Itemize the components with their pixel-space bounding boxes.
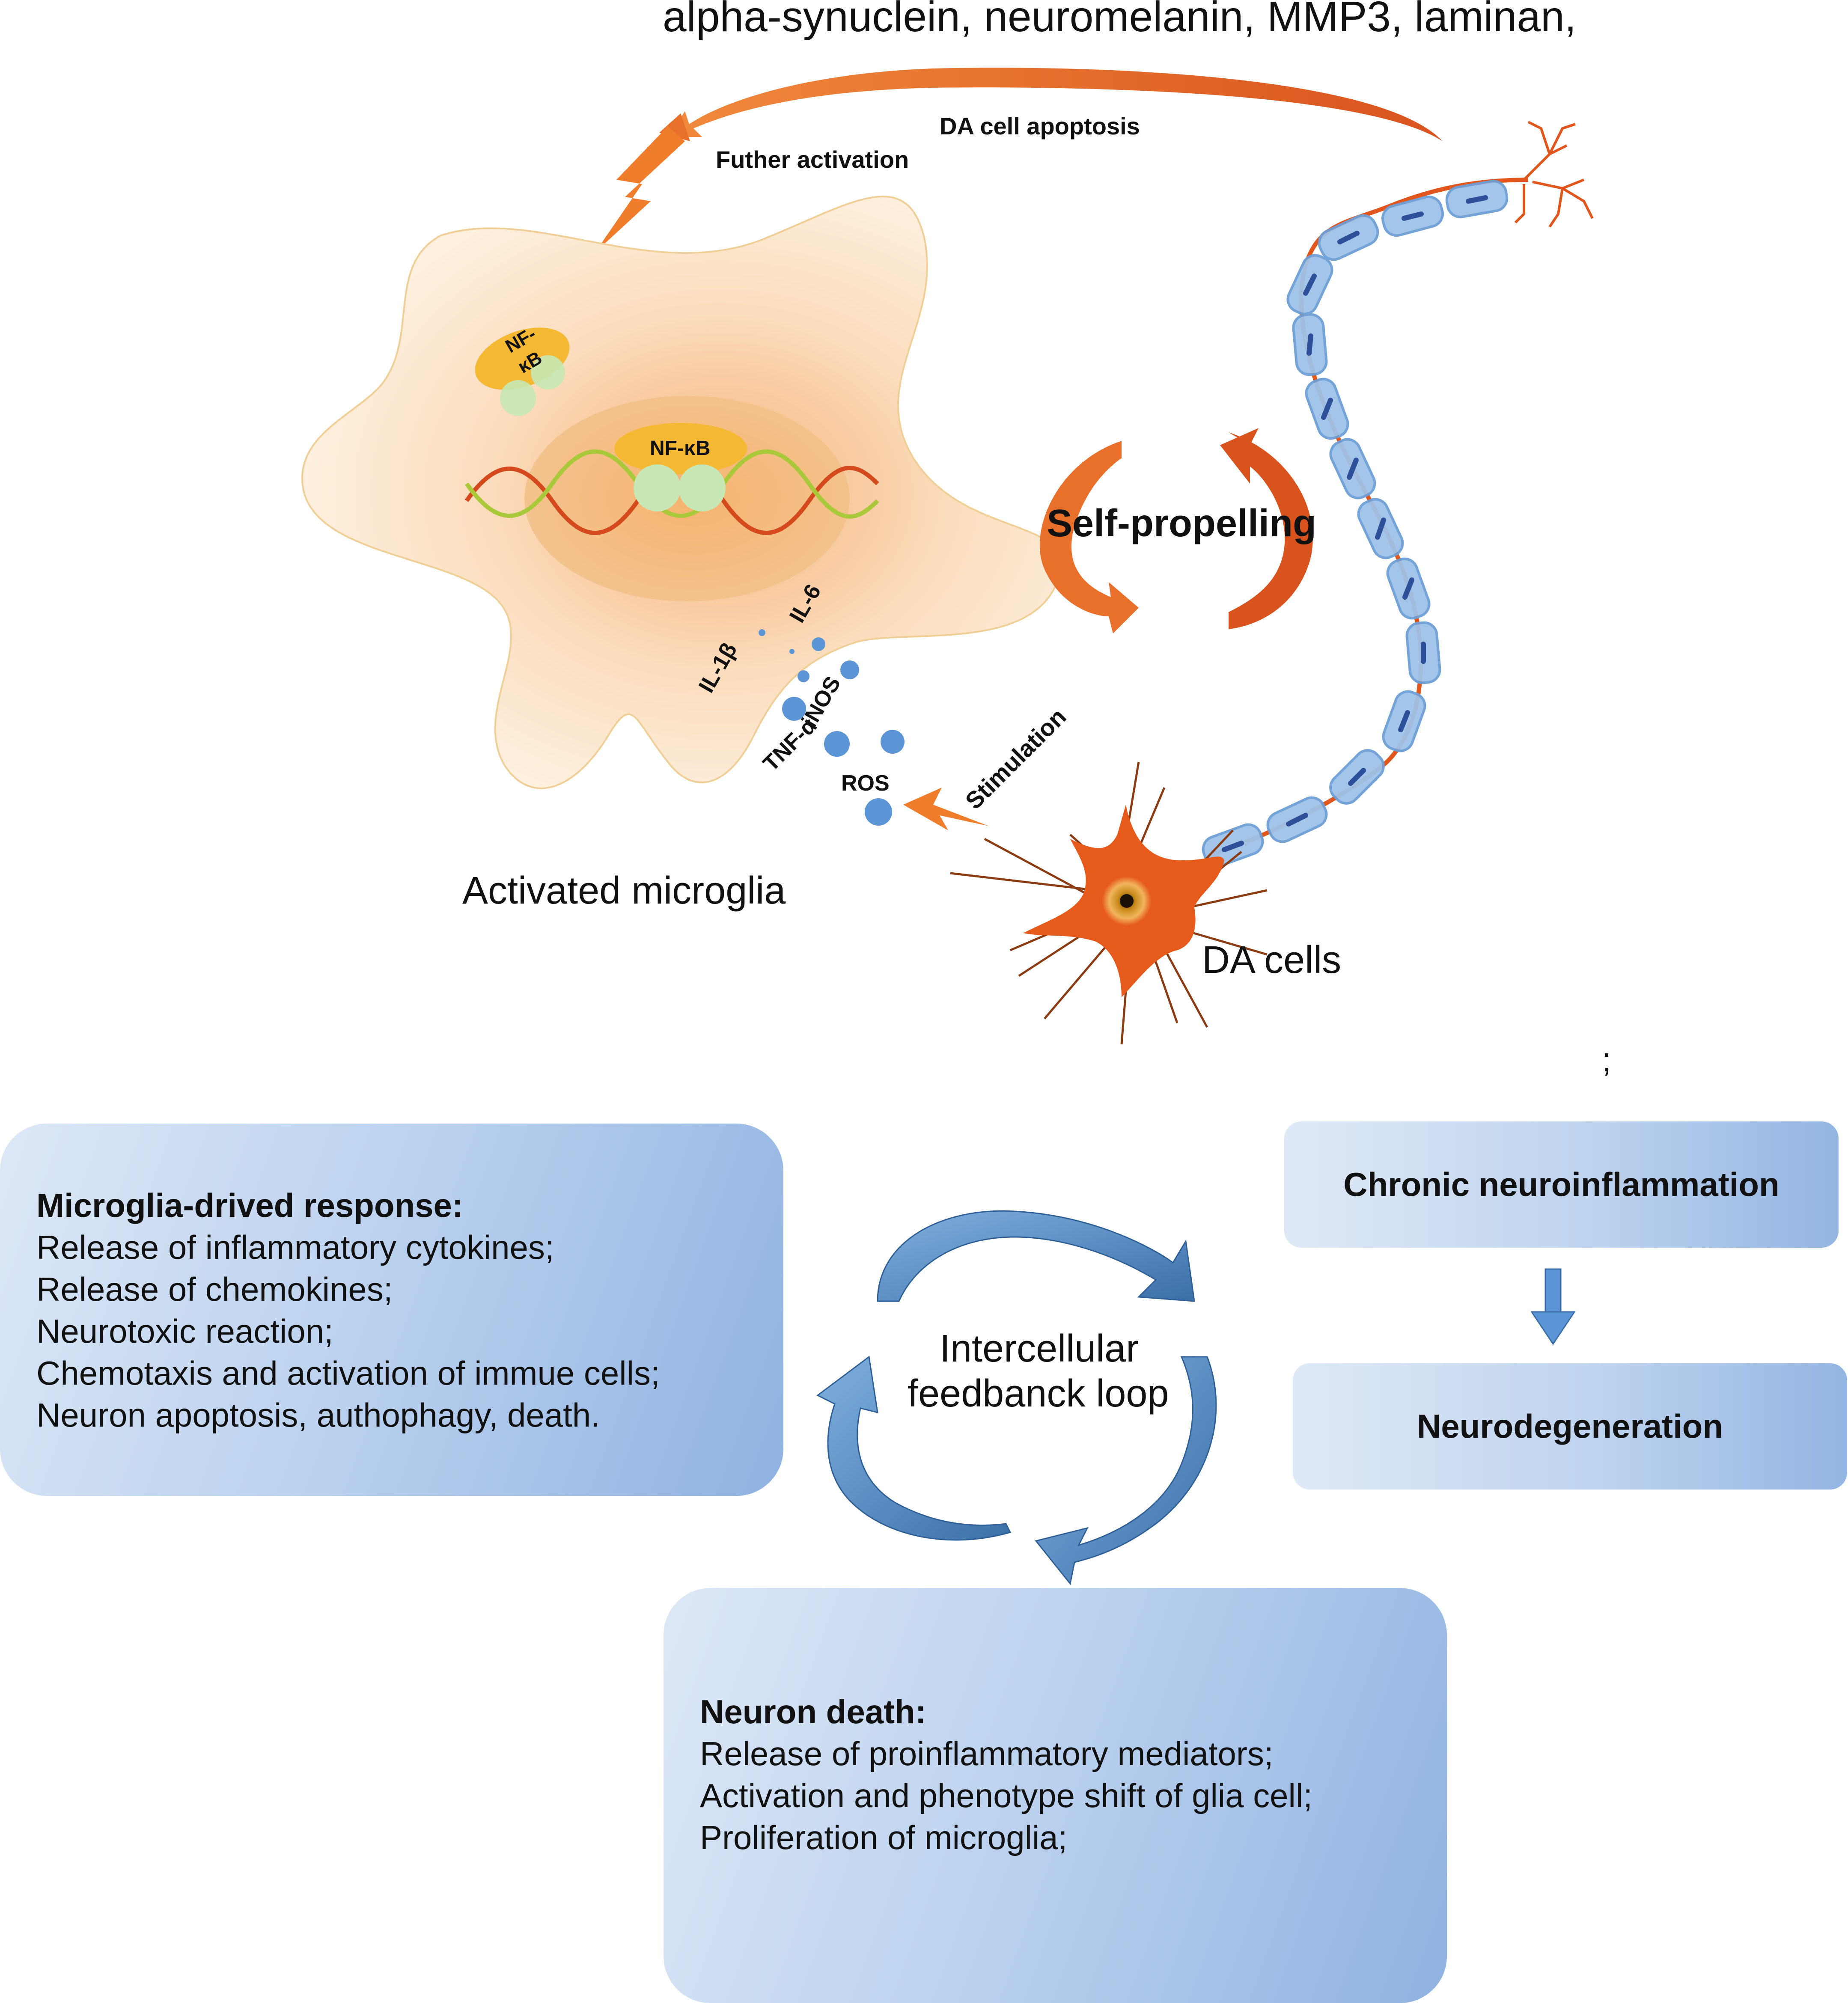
microglia-response-heading: Microglia-drived response: <box>36 1186 463 1224</box>
neuron-death-heading: Neuron death: <box>700 1693 926 1730</box>
neuron-death-box: Neuron death: Release of proinflammatory… <box>664 1588 1447 2003</box>
self-propelling-arrows <box>1039 428 1313 633</box>
microglia-response-line: Neuron apoptosis, authophagy, death. <box>36 1396 600 1434</box>
da-cells-label: DA cells <box>1202 939 1342 981</box>
neuron-death-line: Activation and phenotype shift of glia c… <box>700 1777 1312 1814</box>
trigger-list: alpha-synuclein, neuromelanin, MMP3, lam… <box>663 0 1577 41</box>
further-activation-label: Futher activation <box>716 146 909 173</box>
microglia-label: Activated microglia <box>462 869 786 912</box>
nfkb-nucleus-label: NF-κB <box>650 437 711 460</box>
chronic-neuroinflammation-label: Chronic neuroinflammation <box>1343 1166 1780 1203</box>
microglia-response-line: Release of chemokines; <box>36 1270 393 1308</box>
stimulation-bolt-icon <box>903 788 989 830</box>
dopaminergic-axon <box>1202 121 1594 868</box>
down-arrow <box>1530 1268 1576 1345</box>
chronic-neuroinflammation-box: Chronic neuroinflammation <box>1284 1121 1839 1248</box>
microglia-response-line: Neurotoxic reaction; <box>36 1312 333 1350</box>
lightning-bolt-icon <box>595 126 685 253</box>
microglia-response-line: Chemotaxis and activation of immue cells… <box>36 1354 660 1392</box>
apoptosis-label: DA cell apoptosis <box>940 113 1140 140</box>
microglia-response-line: Release of inflammatory cytokines; <box>36 1228 554 1266</box>
neurodegeneration-box: Neurodegeneration <box>1293 1363 1847 1490</box>
ros-label: ROS <box>841 771 890 796</box>
da-neuron <box>950 761 1268 1045</box>
nfkb-nucleus-protein <box>614 423 747 474</box>
mediator-particles <box>759 629 905 826</box>
loop-label-line-2: feedbanck loop <box>908 1372 1169 1415</box>
neuron-death-line: Release of proinflammatory mediators; <box>700 1735 1274 1772</box>
neurodegeneration-label: Neurodegeneration <box>1417 1407 1723 1445</box>
activated-microglia-cell <box>301 196 1062 789</box>
microglia-response-box: Microglia-drived response: Release of in… <box>0 1124 783 1496</box>
feedback-loop-arrows <box>816 1210 1217 1585</box>
self-propelling-label: Self-propelling <box>1047 502 1316 545</box>
neuron-death-line: Proliferation of microglia; <box>700 1819 1068 1856</box>
stray-mark: ; <box>1602 1041 1612 1079</box>
loop-label-line-1: Intercellular <box>940 1327 1139 1370</box>
